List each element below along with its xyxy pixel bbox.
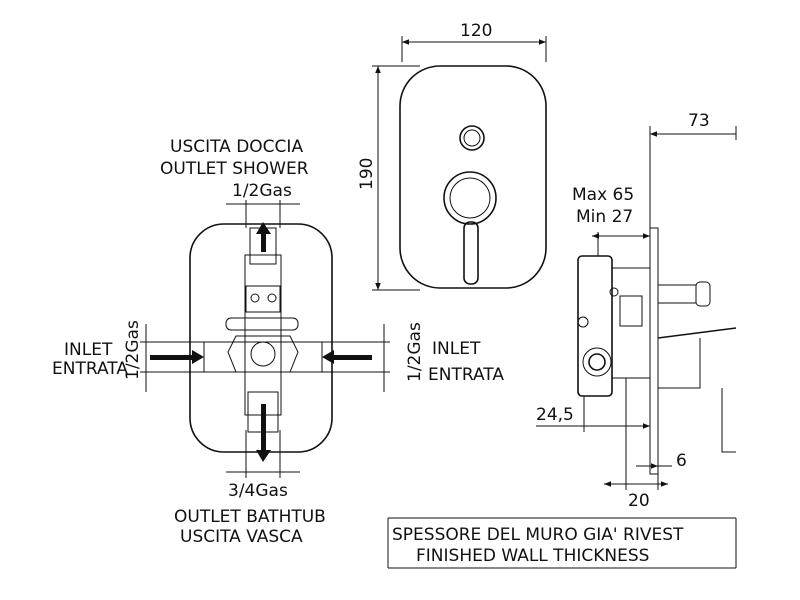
wall-thickness-note: SPESSORE DEL MURO GIA' RIVEST FINISHED W… <box>387 517 737 569</box>
diverter-block <box>245 285 281 313</box>
depth-label: 73 <box>688 111 710 131</box>
screw-hole <box>609 287 619 297</box>
inlet-left-it-label: ENTRATA <box>52 359 128 379</box>
plate-outline <box>399 65 547 289</box>
min-label: Min 27 <box>576 207 633 227</box>
side-valve-body <box>577 255 613 397</box>
note-line-en: FINISHED WALL THICKNESS <box>416 546 649 566</box>
plate-thickness-label: 6 <box>676 451 687 471</box>
wall-thickness-label: 20 <box>628 491 650 511</box>
inlet-left-arrow <box>150 350 204 364</box>
outlet-bath-it-label: USCITA VASCA <box>180 527 303 547</box>
valve-body <box>244 254 282 416</box>
max-label: Max 65 <box>572 185 634 205</box>
inlet-pipe <box>203 341 323 373</box>
diverter-knob-inner <box>463 129 481 147</box>
bath-outlet-arrow <box>256 404 271 462</box>
handle-base-inner <box>449 177 491 219</box>
plate-width-label: 120 <box>460 21 492 41</box>
diverter-stem <box>657 284 697 304</box>
front-view: USCITA DOCCIA OUTLET SHOWER 1/2Gas INLET… <box>52 137 504 547</box>
outlet-bath-size-label: 3/4Gas <box>228 481 288 501</box>
screw-hole <box>577 316 589 328</box>
mixer-core <box>250 341 276 367</box>
outlet-shower-it-label: USCITA DOCCIA <box>170 137 303 157</box>
side-cartridge <box>619 295 643 327</box>
diverter-cap <box>695 281 711 307</box>
side-view: 73 Max 65 Min 27 24,5 6 20 <box>536 111 737 511</box>
lever-profile <box>721 388 736 453</box>
outlet-shower-en-label: OUTLET SHOWER <box>160 159 309 179</box>
side-valve-housing <box>611 267 651 379</box>
offset-label: 24,5 <box>536 405 574 425</box>
shower-outlet-arrow <box>256 222 271 252</box>
screw-hole <box>250 293 260 303</box>
note-line-it: SPESSORE DEL MURO GIA' RIVEST <box>392 525 684 545</box>
plate-height-label: 190 <box>357 158 377 190</box>
inlet-right-size-label: 1/2Gas <box>405 322 425 382</box>
wall-plate <box>649 227 659 475</box>
lever-handle <box>463 221 479 285</box>
inlet-left-en-label: INLET <box>64 340 113 360</box>
outlet-shower-size-label: 1/2Gas <box>232 181 292 201</box>
inlet-right-it-label: ENTRATA <box>428 365 504 385</box>
inlet-left-size-label: 1/2Gas <box>123 320 143 380</box>
inlet-right-arrow <box>322 350 372 364</box>
inlet-right-en-label: INLET <box>432 339 481 359</box>
diverter-knob <box>459 125 485 151</box>
mounting-bracket <box>225 317 299 331</box>
central-mixer <box>227 335 299 373</box>
plate-view: 120 190 <box>357 21 547 291</box>
handle-body <box>658 338 701 389</box>
side-outlet-inner <box>588 353 606 371</box>
outlet-bath-en-label: OUTLET BATHTUB <box>174 507 326 527</box>
screw-hole <box>267 293 277 303</box>
handle-line <box>657 327 737 339</box>
side-outlet-fitting <box>582 347 612 377</box>
handle-base <box>443 171 497 225</box>
